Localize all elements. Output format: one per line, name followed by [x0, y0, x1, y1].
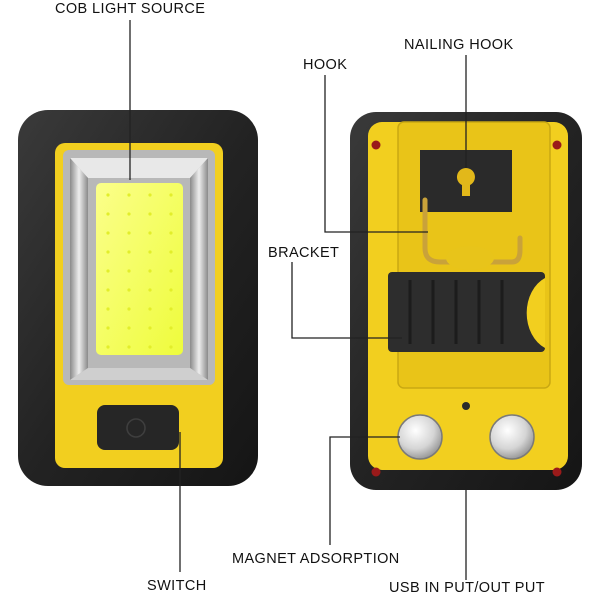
screw [371, 140, 381, 150]
label-bracket: BRACKET [268, 245, 340, 261]
led-dot [148, 288, 152, 292]
led-dot [169, 193, 173, 197]
led-dot [106, 231, 110, 235]
led-dot [148, 193, 152, 197]
cob-led-panel [96, 183, 183, 355]
led-dot [169, 288, 173, 292]
led-dot [127, 326, 131, 330]
led-dot [148, 326, 152, 330]
led-dot [148, 250, 152, 254]
led-dot [106, 307, 110, 311]
front-lamp [18, 110, 258, 486]
led-dot [106, 288, 110, 292]
led-dot [148, 345, 152, 349]
label-hook: HOOK [303, 57, 348, 73]
led-dot [169, 345, 173, 349]
keyhole-slot[interactable] [456, 168, 475, 196]
callout-lines [129, 20, 467, 580]
led-dot [127, 231, 131, 235]
led-dot [106, 212, 110, 216]
led-dot [106, 193, 110, 197]
led-dot [169, 326, 173, 330]
bracket[interactable] [388, 272, 545, 352]
usb-port[interactable] [462, 402, 470, 410]
label-nailing-hook: NAILING HOOK [404, 37, 514, 53]
magnet-left [397, 414, 443, 460]
led-dot [148, 269, 152, 273]
back-lamp [350, 112, 582, 490]
led-dot-grid [106, 193, 173, 349]
led-dot [127, 288, 131, 292]
screw [552, 467, 562, 477]
led-dot [127, 193, 131, 197]
led-dot [127, 269, 131, 273]
led-dot [169, 250, 173, 254]
led-dot [169, 269, 173, 273]
led-dot [127, 250, 131, 254]
label-switch: SWITCH [147, 578, 207, 594]
led-dot [127, 212, 131, 216]
led-dot [169, 307, 173, 311]
led-dot [148, 307, 152, 311]
power-icon [126, 418, 146, 438]
label-cob-light-source: COB LIGHT SOURCE [55, 1, 206, 17]
screw [371, 467, 381, 477]
led-dot [169, 212, 173, 216]
led-dot [106, 250, 110, 254]
magnet-right [489, 414, 535, 460]
led-dot [169, 231, 173, 235]
led-dot [148, 212, 152, 216]
led-dot [148, 231, 152, 235]
screw [552, 140, 562, 150]
led-dot [106, 345, 110, 349]
led-dot [127, 345, 131, 349]
label-usb-port: USB IN PUT/OUT PUT [389, 580, 545, 596]
led-dot [127, 307, 131, 311]
led-dot [106, 326, 110, 330]
label-magnet-adsorption: MAGNET ADSORPTION [232, 551, 400, 567]
switch-button[interactable] [97, 405, 179, 450]
led-dot [106, 269, 110, 273]
